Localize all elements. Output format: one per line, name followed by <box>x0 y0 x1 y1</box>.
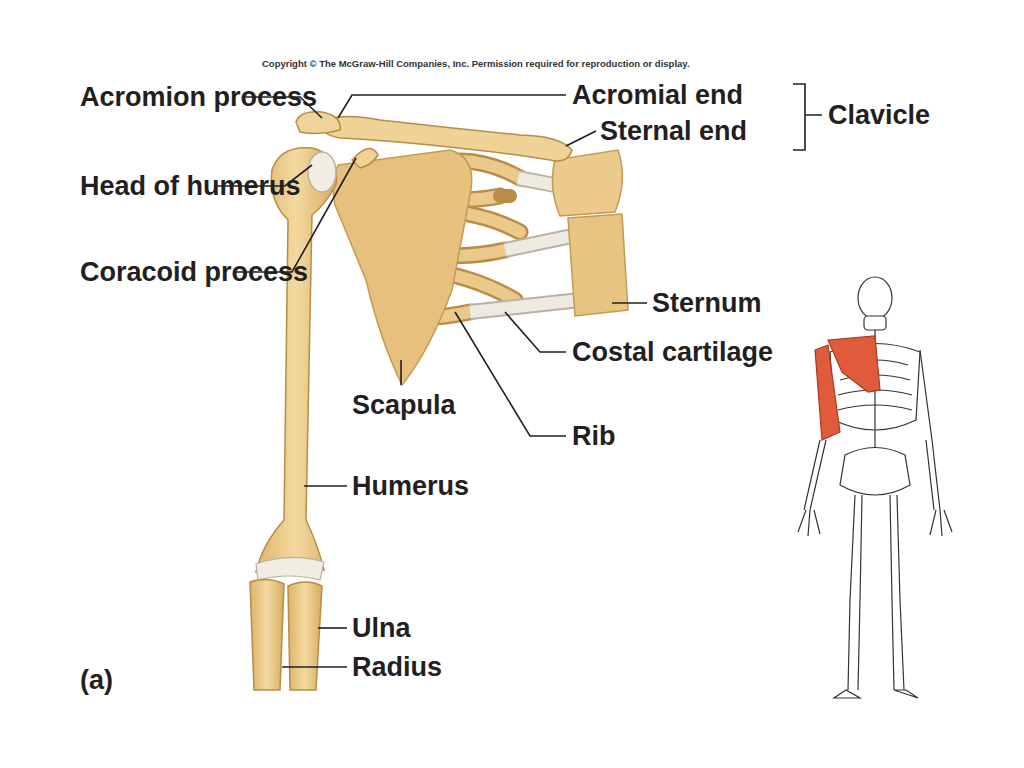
scapula <box>333 149 472 385</box>
skeleton-locator <box>920 350 940 510</box>
leader-lines <box>566 131 596 146</box>
humerus <box>308 152 336 192</box>
leader-lines <box>318 627 347 629</box>
costal-cartilage <box>505 236 572 250</box>
skeleton-locator <box>840 448 910 496</box>
skeleton-locator <box>848 495 862 690</box>
humerus <box>256 557 324 580</box>
clavicle <box>321 116 572 160</box>
forearm <box>250 579 284 690</box>
leader-lines <box>235 158 356 272</box>
copyright-notice: Copyright © The McGraw-Hill Companies, I… <box>262 58 690 70</box>
part-label: Radius <box>352 649 442 685</box>
leader-lines <box>455 312 566 436</box>
part-label: Head of humerus <box>80 168 230 204</box>
humerus <box>256 148 337 580</box>
sternum <box>568 214 628 316</box>
part-label: Sternum <box>652 285 762 321</box>
leader-lines <box>242 97 322 118</box>
scapula <box>333 150 472 385</box>
costal-cartilage <box>470 300 580 312</box>
leader-lines <box>282 666 347 668</box>
forearm <box>288 582 322 690</box>
skeleton-locator <box>858 277 892 319</box>
skeleton-locator <box>804 440 826 510</box>
leader-lines <box>400 360 402 385</box>
skeleton-locator <box>798 277 952 698</box>
ribs <box>500 189 510 203</box>
sternum <box>552 150 628 316</box>
part-label: Rib <box>572 418 616 454</box>
part-label: Sternal end <box>600 113 747 149</box>
group-label: Clavicle <box>828 97 930 133</box>
leader-lines <box>304 485 347 487</box>
costal-cartilage <box>505 236 572 250</box>
leader-lines <box>793 84 822 150</box>
leader-lines <box>214 84 822 667</box>
skeleton-locator <box>930 510 952 536</box>
leader-lines <box>338 95 566 118</box>
forearm <box>250 579 322 690</box>
skeleton-locator <box>834 690 918 698</box>
leader-lines <box>505 312 566 352</box>
part-label: Ulna <box>352 610 411 646</box>
skeleton-locator <box>926 440 934 510</box>
part-label: Coracoid process <box>80 254 245 290</box>
part-label: Acromial end <box>572 77 743 113</box>
part-label: Scapula <box>352 387 456 423</box>
skeleton-locator <box>798 510 820 536</box>
skeleton-locator <box>890 495 904 690</box>
skeleton-locator <box>864 316 886 330</box>
part-label: Acromion process <box>80 79 245 115</box>
leader-lines <box>612 302 647 304</box>
humerus <box>256 148 337 572</box>
part-label: Humerus <box>352 468 469 504</box>
costal-cartilage <box>470 300 580 312</box>
part-label: Costal cartilage <box>572 334 742 370</box>
skeleton-locator <box>828 336 880 392</box>
panel-label: (a) <box>80 662 113 698</box>
clavicle <box>321 116 572 160</box>
